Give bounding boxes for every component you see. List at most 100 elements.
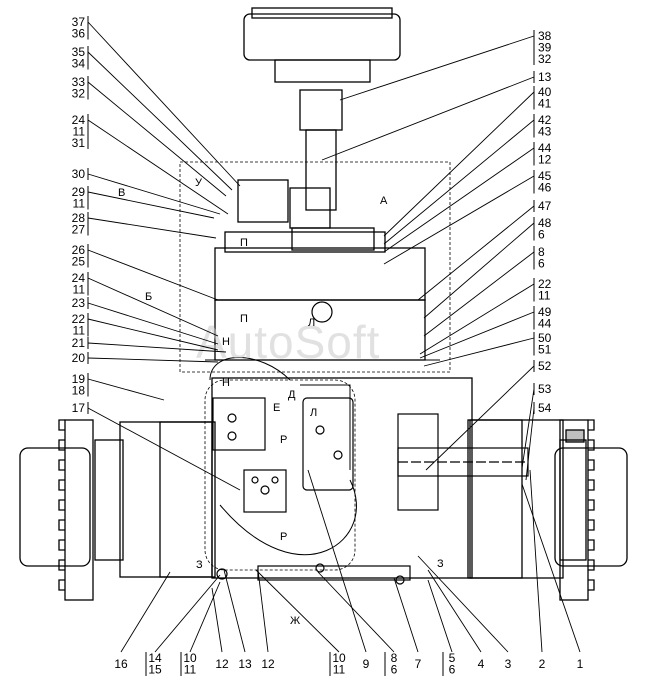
callout-label-14-15-1: 15 <box>148 663 162 677</box>
callout-leader-14-15 <box>154 574 221 653</box>
callout-label-5-6-0: 5 <box>449 651 456 665</box>
callout-label-3-0: 3 <box>505 657 512 671</box>
callout-label-14-15-0: 14 <box>148 651 162 665</box>
right-wheel <box>554 419 628 601</box>
callout-label-33-32-0: 33 <box>72 75 86 89</box>
callout-leader-23 <box>87 302 219 345</box>
callout-label-4-0: 4 <box>478 657 485 671</box>
callout-label-42-43-0: 42 <box>538 113 552 127</box>
view-mark-l2: Л <box>310 407 317 419</box>
callout-label-50-51-0: 50 <box>538 331 552 345</box>
callout-leader-17 <box>87 407 241 491</box>
callout-label-28-27-1: 27 <box>72 223 86 237</box>
right-axle <box>397 413 529 511</box>
view-mark-r1: Р <box>280 434 287 446</box>
callout-label-8-6-0: 8 <box>391 651 398 665</box>
callout-label-45-46-1: 46 <box>538 181 552 195</box>
callout-leader-12a <box>211 587 223 653</box>
callout-label-37-36-0: 37 <box>72 15 86 29</box>
callout-label-2-0: 2 <box>539 657 546 671</box>
callout-leader-47 <box>417 205 535 301</box>
top-motor <box>237 7 401 251</box>
callout-label-16-0: 16 <box>114 657 128 671</box>
callout-label-40-41-1: 41 <box>538 97 552 111</box>
callout-label-29-11-1: 11 <box>73 197 86 211</box>
callout-label-8-6-1: 6 <box>538 257 545 271</box>
callout-leader-33-32 <box>87 81 227 197</box>
callout-leader-10-11b <box>255 569 340 653</box>
callout-leader-53 <box>521 388 535 469</box>
callout-label-8-6-0: 8 <box>538 245 545 259</box>
view-marks: А Б В У П П Л Н Н Д Е Л Р Р З З Ж <box>118 177 444 627</box>
callout-leader-30 <box>87 173 221 215</box>
callout-leader-44-12 <box>383 147 535 253</box>
callout-label-7-0: 7 <box>415 657 422 671</box>
callout-label-17-0: 17 <box>72 401 86 415</box>
callout-label-38-39-32-2: 32 <box>538 52 552 66</box>
callout-label-22-11-0: 22 <box>538 277 552 291</box>
callout-label-21-0: 21 <box>72 336 86 350</box>
callout-label-47-0: 47 <box>538 199 552 213</box>
callout-leader-9 <box>307 469 367 653</box>
callout-label-49-44-1: 44 <box>538 317 552 331</box>
callout-label-33-32-1: 32 <box>72 87 86 101</box>
callout-label-38-39-32-0: 38 <box>538 29 552 43</box>
callout-label-13-0: 13 <box>538 70 552 84</box>
watermark: AutoSoft <box>196 316 380 368</box>
callout-label-29-11-0: 29 <box>72 185 86 199</box>
callout-label-49-44-0: 49 <box>538 305 552 319</box>
callout-label-40-41-0: 40 <box>538 85 552 99</box>
callout-leader-28-27 <box>87 217 217 239</box>
view-mark-z1: З <box>196 559 203 571</box>
view-mark-l1: Л <box>308 317 315 329</box>
callout-label-44-12-1: 12 <box>538 153 552 167</box>
callout-label-10-11b-1: 11 <box>333 663 346 677</box>
callout-label-22-11-1: 11 <box>73 324 86 338</box>
callout-leader-45-46 <box>383 175 535 265</box>
callout-label-52-0: 52 <box>538 359 552 373</box>
callout-leader-49-44 <box>419 311 535 359</box>
callout-label-12b-0: 12 <box>261 657 275 671</box>
bottom-rail <box>216 563 411 585</box>
callout-leader-2 <box>529 469 543 653</box>
callout-label-19-18-0: 19 <box>72 372 86 386</box>
callout-leader-21 <box>87 342 227 353</box>
callout-label-19-18-1: 18 <box>72 384 86 398</box>
main-housing <box>94 161 587 579</box>
callout-label-24-11-31-2: 31 <box>72 136 86 150</box>
view-mark-a: А <box>380 195 388 207</box>
callout-label-10-11b-0: 10 <box>332 651 346 665</box>
callout-leader-54 <box>525 407 535 481</box>
callout-label-35-34-0: 35 <box>72 45 86 59</box>
callout-label-48-6-1: 6 <box>538 228 545 242</box>
callout-leader-7 <box>393 577 419 653</box>
callout-label-8-6-1: 6 <box>391 663 398 677</box>
callout-leader-22-11 <box>419 283 535 355</box>
callout-label-44-12-0: 44 <box>538 141 552 155</box>
callout-label-24-11-0: 24 <box>72 271 86 285</box>
callout-label-37-36-1: 36 <box>72 27 86 41</box>
callout-label-26-25-0: 26 <box>72 243 86 257</box>
view-mark-n2: Н <box>222 377 230 389</box>
valve-blocks <box>212 301 354 513</box>
callout-label-48-6-0: 48 <box>538 216 552 230</box>
view-mark-v: В <box>118 187 125 199</box>
view-mark-d: Д <box>288 389 296 401</box>
view-mark-z2: З <box>437 558 444 570</box>
callout-label-24-11-31-1: 11 <box>73 125 86 139</box>
callout-leader-29-11 <box>87 191 215 219</box>
callout-leader-13 <box>321 76 535 161</box>
callout-leader-24-11 <box>87 277 219 337</box>
view-mark-b: Б <box>145 291 152 303</box>
callout-leader-48-6 <box>423 222 535 319</box>
callout-label-20-0: 20 <box>72 351 86 365</box>
callout-label-28-27-0: 28 <box>72 211 86 225</box>
callout-leader-26-25 <box>87 249 219 301</box>
callout-leader-8-6 <box>317 571 395 653</box>
callout-label-26-25-1: 25 <box>72 255 86 269</box>
callout-leader-5-6 <box>427 579 453 653</box>
view-mark-u: У <box>195 177 203 189</box>
